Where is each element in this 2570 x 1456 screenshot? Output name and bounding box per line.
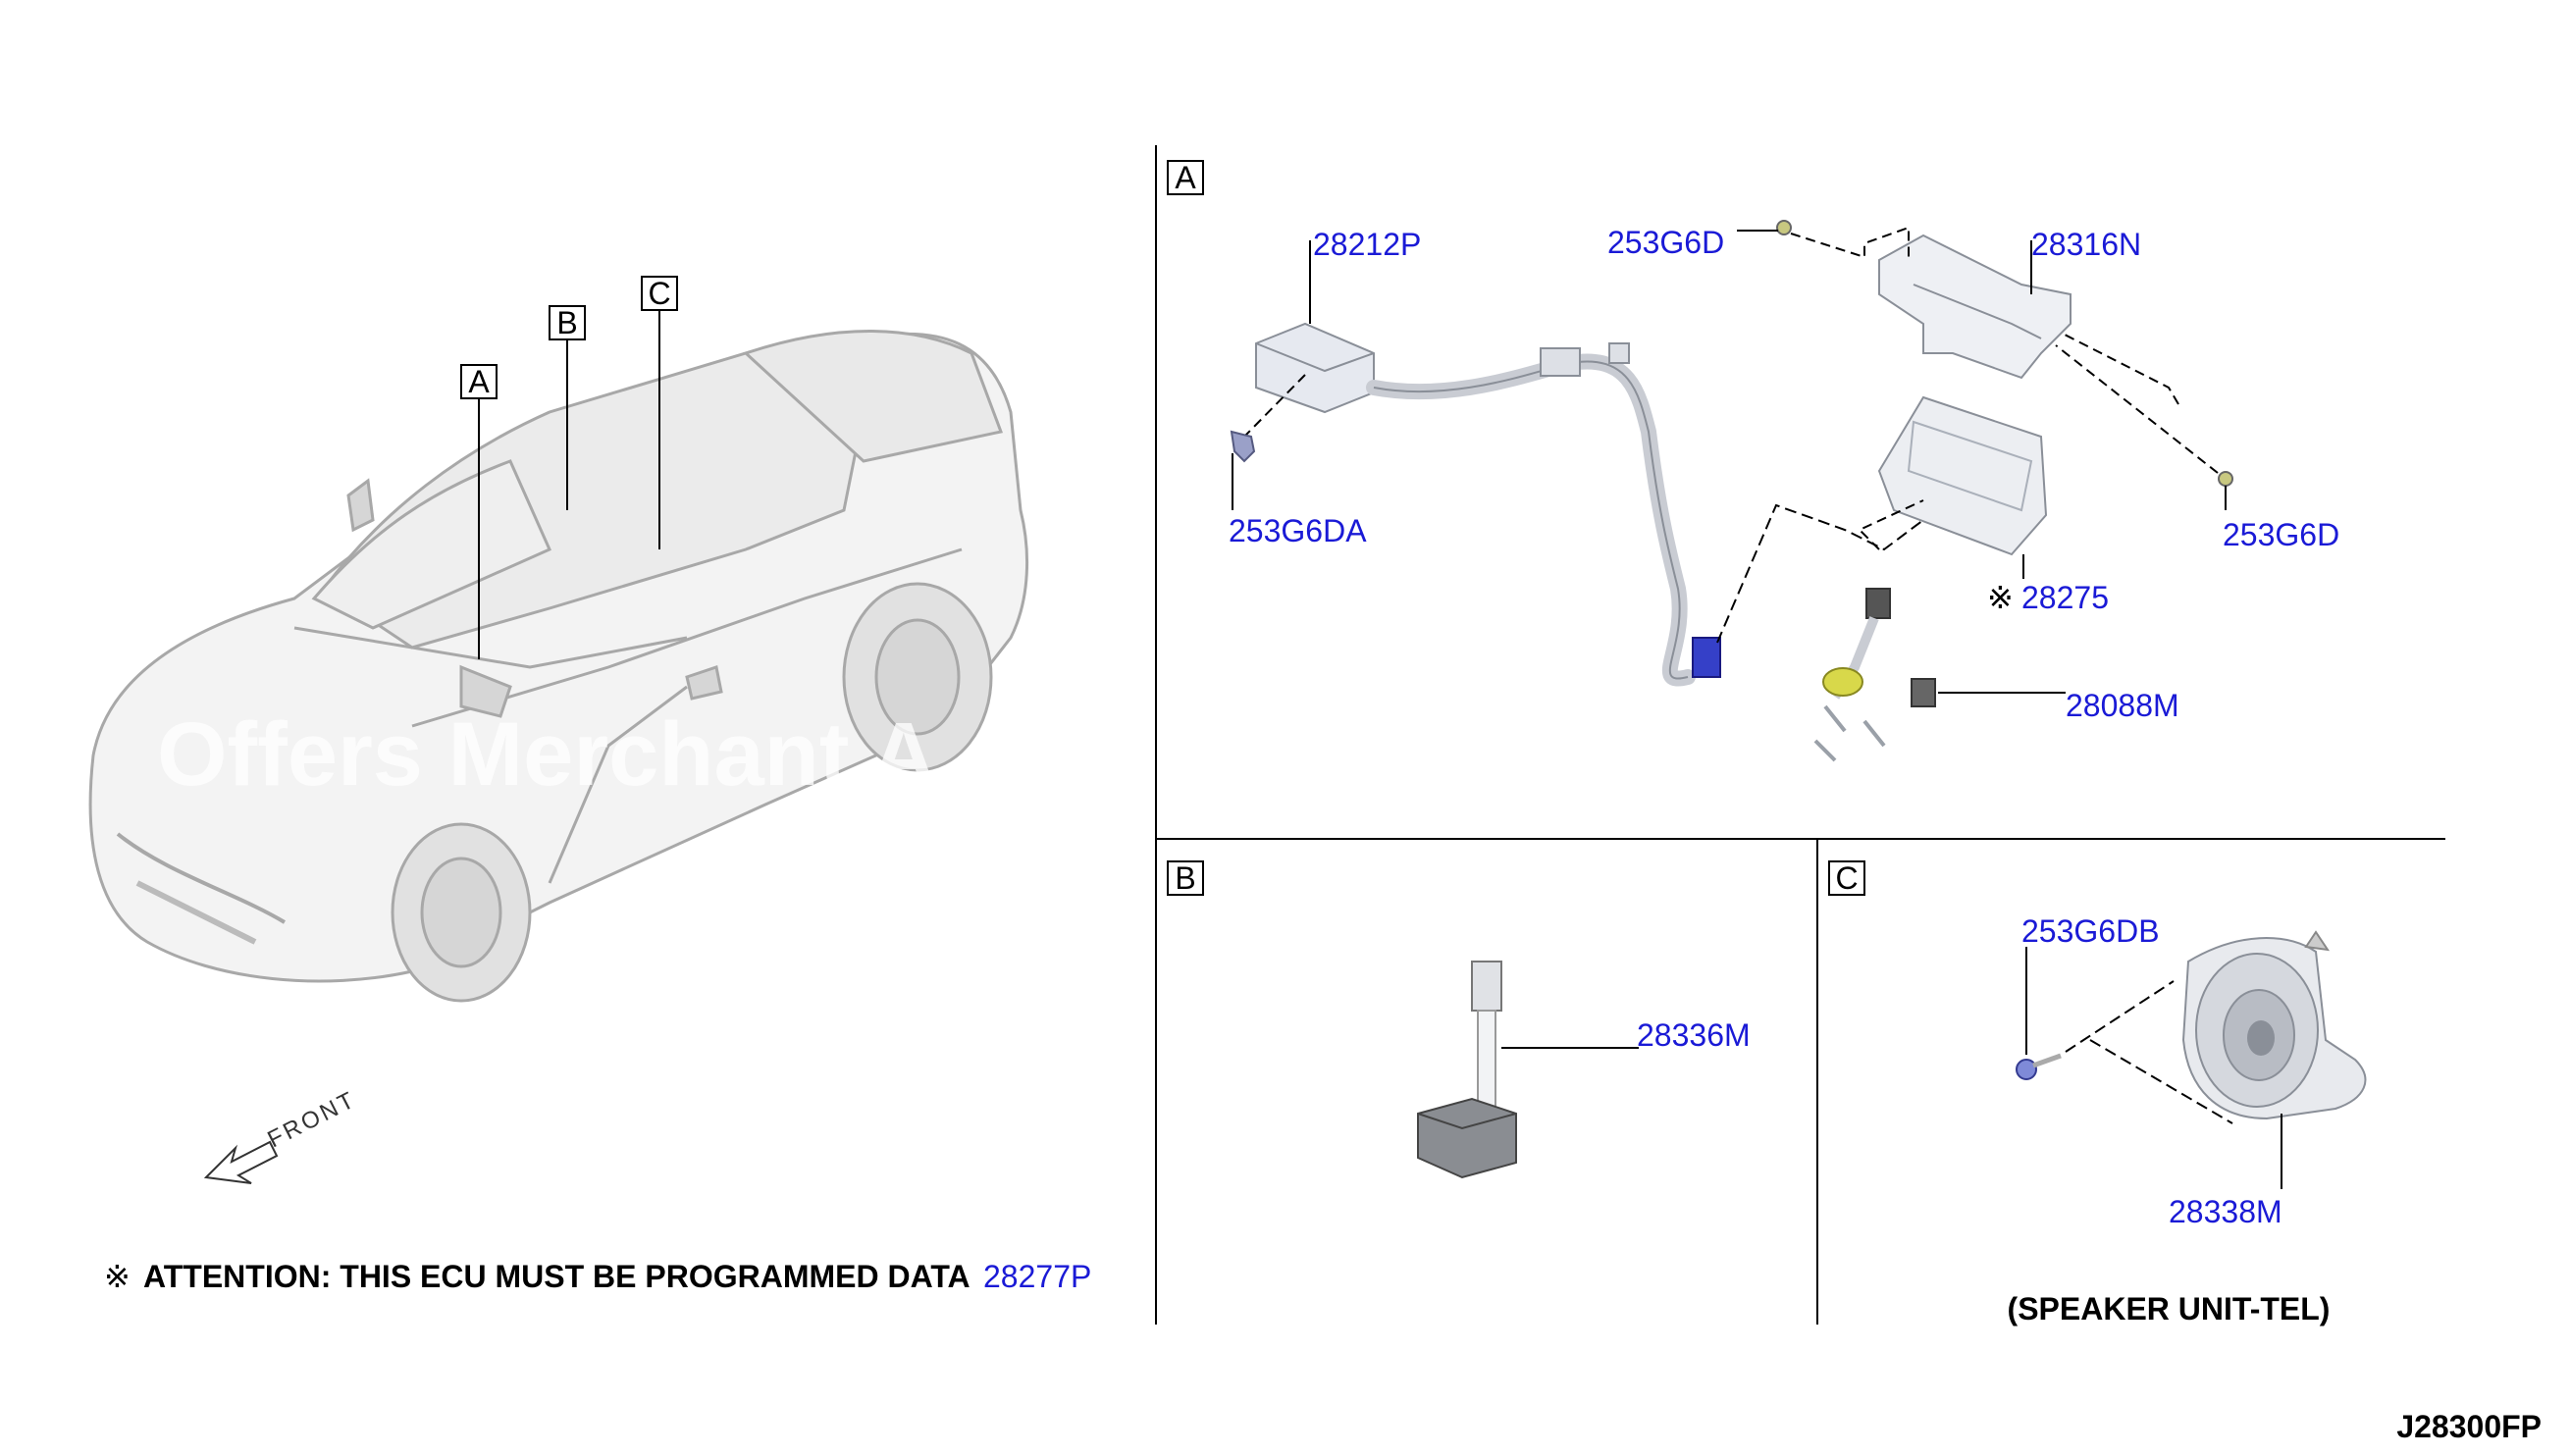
svg-text:FRONT: FRONT xyxy=(263,1086,360,1153)
panel-a: A xyxy=(1167,160,2339,762)
antenna-module xyxy=(1243,240,1375,438)
svg-text:253G6DA: 253G6DA xyxy=(1229,513,1367,548)
bolt-right xyxy=(2055,333,2233,510)
svg-text:(SPEAKER UNIT-TEL): (SPEAKER UNIT-TEL) xyxy=(2008,1291,2331,1326)
car-marker-a: A xyxy=(460,364,498,659)
car-marker-b: B xyxy=(549,305,586,510)
svg-text:※: ※ xyxy=(1987,580,2014,615)
svg-text:A: A xyxy=(1175,160,1196,195)
control-unit-28275 xyxy=(1858,395,2048,579)
bracket-28316n xyxy=(1878,234,2072,380)
svg-text:A: A xyxy=(468,364,490,399)
connector-icon xyxy=(1692,637,1721,678)
svg-text:253G6D: 253G6D xyxy=(2223,517,2339,552)
bolt-253g6db xyxy=(2016,947,2233,1124)
panel-b: B 28336M xyxy=(1167,860,1751,1179)
svg-text:253G6DB: 253G6DB xyxy=(2021,913,2160,949)
svg-text:ATTENTION: THIS ECU MUST BE PR: ATTENTION: THIS ECU MUST BE PROGRAMMED D… xyxy=(143,1259,970,1294)
svg-text:28088M: 28088M xyxy=(2066,688,2179,723)
harness-28088m xyxy=(1813,588,2066,762)
car-marker-c: C xyxy=(641,276,678,549)
svg-text:28316N: 28316N xyxy=(2031,227,2141,262)
svg-text:C: C xyxy=(1835,860,1858,896)
diagram-code: J28300FP xyxy=(2396,1409,2542,1444)
svg-text:28277P: 28277P xyxy=(983,1259,1091,1294)
svg-text:28212P: 28212P xyxy=(1313,227,1421,262)
antenna-cable xyxy=(1366,353,1696,687)
attention-note: ※ ATTENTION: THIS ECU MUST BE PROGRAMMED… xyxy=(104,1259,1091,1294)
car-illustration xyxy=(88,330,1029,1003)
speaker-icon xyxy=(2181,930,2367,1120)
svg-text:28336M: 28336M xyxy=(1637,1017,1751,1053)
svg-text:B: B xyxy=(1175,860,1195,896)
svg-text:253G6D: 253G6D xyxy=(1607,225,1724,260)
svg-text:C: C xyxy=(648,276,670,311)
front-arrow-icon: FRONT xyxy=(203,1086,361,1184)
svg-text:※: ※ xyxy=(104,1259,131,1294)
bolt-top xyxy=(1737,220,1910,260)
panel-dividers xyxy=(1155,145,2445,1325)
panel-c: C 253G6DB 28338M (SPEAKER UNIT-TEL) xyxy=(1828,860,2367,1326)
sensor-28336m xyxy=(1417,961,1639,1179)
watermark-text: Offers Merchant A xyxy=(157,704,936,805)
svg-text:28338M: 28338M xyxy=(2169,1194,2282,1229)
clip-253g6da xyxy=(1230,430,1256,510)
svg-text:B: B xyxy=(556,305,577,340)
svg-text:28275: 28275 xyxy=(2021,580,2109,615)
